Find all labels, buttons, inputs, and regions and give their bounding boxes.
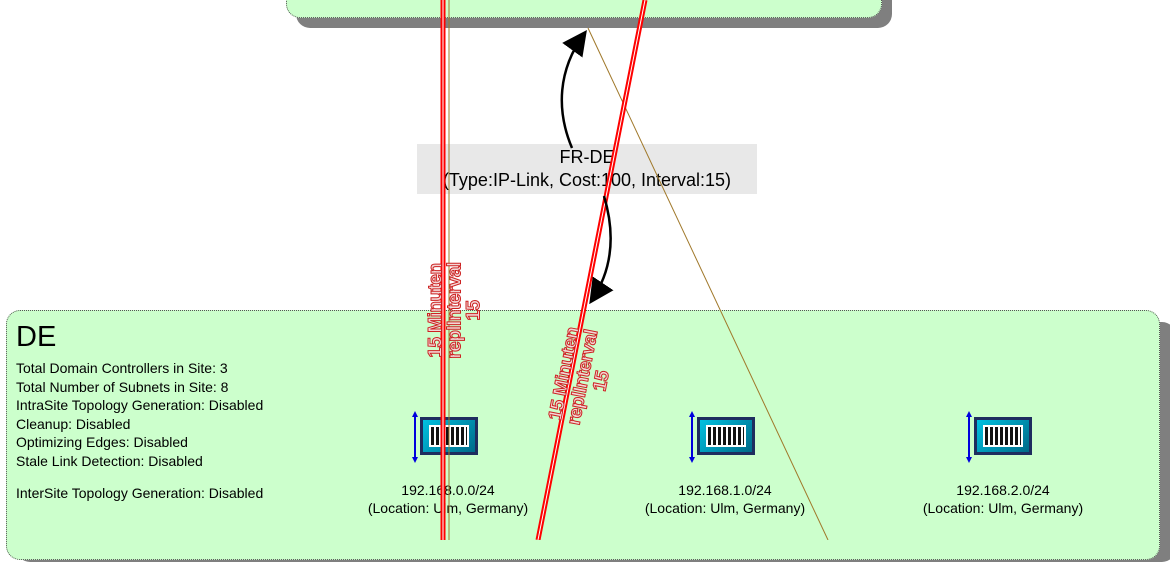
subnet-location: (Location: Ulm, Germany)	[367, 500, 529, 516]
site-info: Total Domain Controllers in Site: 3 Tota…	[16, 359, 263, 503]
site-info-line: Cleanup: Disabled	[16, 415, 131, 432]
site-link-arrow-down[interactable]	[589, 195, 614, 305]
site-info-line: Stale Link Detection: Disabled	[16, 452, 203, 469]
subnet-location: (Location: Ulm, Germany)	[922, 500, 1084, 516]
site-info-line: Total Domain Controllers in Site: 3	[16, 360, 228, 376]
subnet-address: 192.168.1.0/24	[678, 482, 772, 498]
site-info-line: Optimizing Edges: Disabled	[16, 434, 188, 450]
subnet-icon-2[interactable]	[962, 411, 1046, 463]
subnet-address: 192.168.0.0/24	[401, 482, 495, 498]
connection-lines	[440, 0, 829, 540]
connection-label-line: 15	[463, 300, 485, 321]
double-arrow-icon	[689, 411, 695, 463]
intersite-topology-line: InterSite Topology Generation: Disabled	[16, 485, 264, 501]
server-icon	[697, 417, 755, 455]
connection-label-0: 15 Minuten replInterval 15	[425, 241, 485, 381]
subnet-label-2: 192.168.2.0/24 (Location: Ulm, Germany)	[893, 481, 1113, 517]
subnet-icon-1[interactable]	[685, 411, 769, 463]
site-link-detail: (Type:IP-Link, Cost:100, Interval:15)	[442, 170, 732, 190]
double-arrow-icon	[966, 411, 972, 463]
server-icon	[974, 417, 1032, 455]
connection-label-line: 15 Minuten	[425, 263, 447, 358]
subnet-location: (Location: Ulm, Germany)	[644, 500, 806, 516]
double-arrow-icon	[412, 411, 418, 463]
thin-connection-line[interactable]	[587, 27, 829, 540]
site-link-label[interactable]: FR-DE (Type:IP-Link, Cost:100, Interval:…	[417, 144, 757, 194]
site-info-line: IntraSite Topology Generation: Disabled	[16, 397, 264, 413]
site-link-arrow-up[interactable]	[560, 29, 587, 149]
replication-connection-line-highlight	[537, 0, 646, 540]
subnet-address: 192.168.2.0/24	[956, 482, 1050, 498]
site-link-name: FR-DE	[559, 147, 615, 167]
subnet-label-0: 192.168.0.0/24 (Location: Ulm, Germany)	[338, 481, 558, 517]
site-info-line: Total Number of Subnets in Site: 8	[16, 378, 229, 395]
subnet-label-1: 192.168.1.0/24 (Location: Ulm, Germany)	[615, 481, 835, 517]
subnet-icon-0[interactable]	[408, 411, 492, 463]
site-title: DE	[16, 321, 57, 353]
connection-label-line: replInterval	[444, 262, 466, 359]
